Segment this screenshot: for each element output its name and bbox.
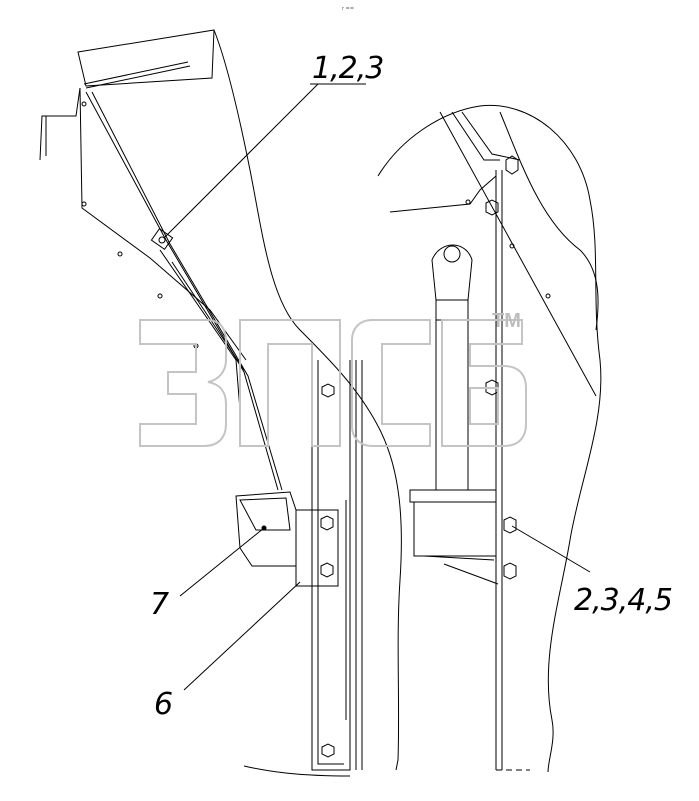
fastener-nut [158,236,166,244]
callout-6: 6 [154,687,173,722]
hole [81,201,87,207]
hole [81,101,87,107]
leader-7 [179,527,265,597]
break-outline-left [213,29,402,771]
vertical-rail [495,170,503,770]
hex-bolt [505,155,519,175]
hole [545,293,551,299]
watermark-letter [139,319,227,447]
support-arm [159,249,245,411]
left-view [39,29,402,777]
bottom-lip [243,765,351,777]
hole [465,199,471,205]
frame-line [451,111,500,161]
channel-outer [311,360,351,771]
callout-1-2-3: 1,2,3 [312,51,384,86]
bracket-top-edge [83,61,191,89]
channel-rail [355,360,363,770]
hex-bolt [321,383,335,398]
frame-line [461,111,521,161]
diagonal-rod-2 [91,91,283,491]
leader-6 [183,581,301,691]
watermark-letter [239,319,341,447]
right-view [377,104,602,773]
fastener-1-2-3 [150,227,174,251]
frame-line [439,111,597,397]
hex-bolt [485,199,499,216]
shaft [431,244,473,491]
hex-bolt [320,515,334,531]
watermark-trademark: TM [492,310,521,332]
top-mark: r == [342,6,354,12]
leader-2-3-4-5 [511,525,591,573]
diagonal-rod-1 [85,91,279,491]
top-plate [77,29,215,87]
hex-bolt [321,743,335,758]
housing-base [423,555,495,561]
block-7-face [239,497,291,531]
bracket-link [443,563,499,585]
hex-bolt [503,562,517,580]
leader-1-2-3 [163,83,319,239]
hole [117,251,123,257]
channel-inner [317,360,347,765]
detail-outline [377,104,602,773]
callout-7: 7 [150,587,169,622]
shaft-band [436,299,468,321]
hook [39,87,81,161]
frame-line [499,111,599,331]
housing-body [413,502,497,557]
housing-top [409,489,497,503]
watermark-letter [441,319,527,447]
shaft-eye [443,245,461,263]
hole [157,293,163,299]
hex-bolt [503,516,517,534]
hole [509,243,515,249]
frame-line [389,175,497,213]
leader-lines [163,83,591,691]
watermark-letter [351,319,431,447]
hex-bolt [320,562,334,578]
callout-2-3-4-5: 2,3,4,5 [574,583,673,618]
watermark-logo [139,319,527,447]
